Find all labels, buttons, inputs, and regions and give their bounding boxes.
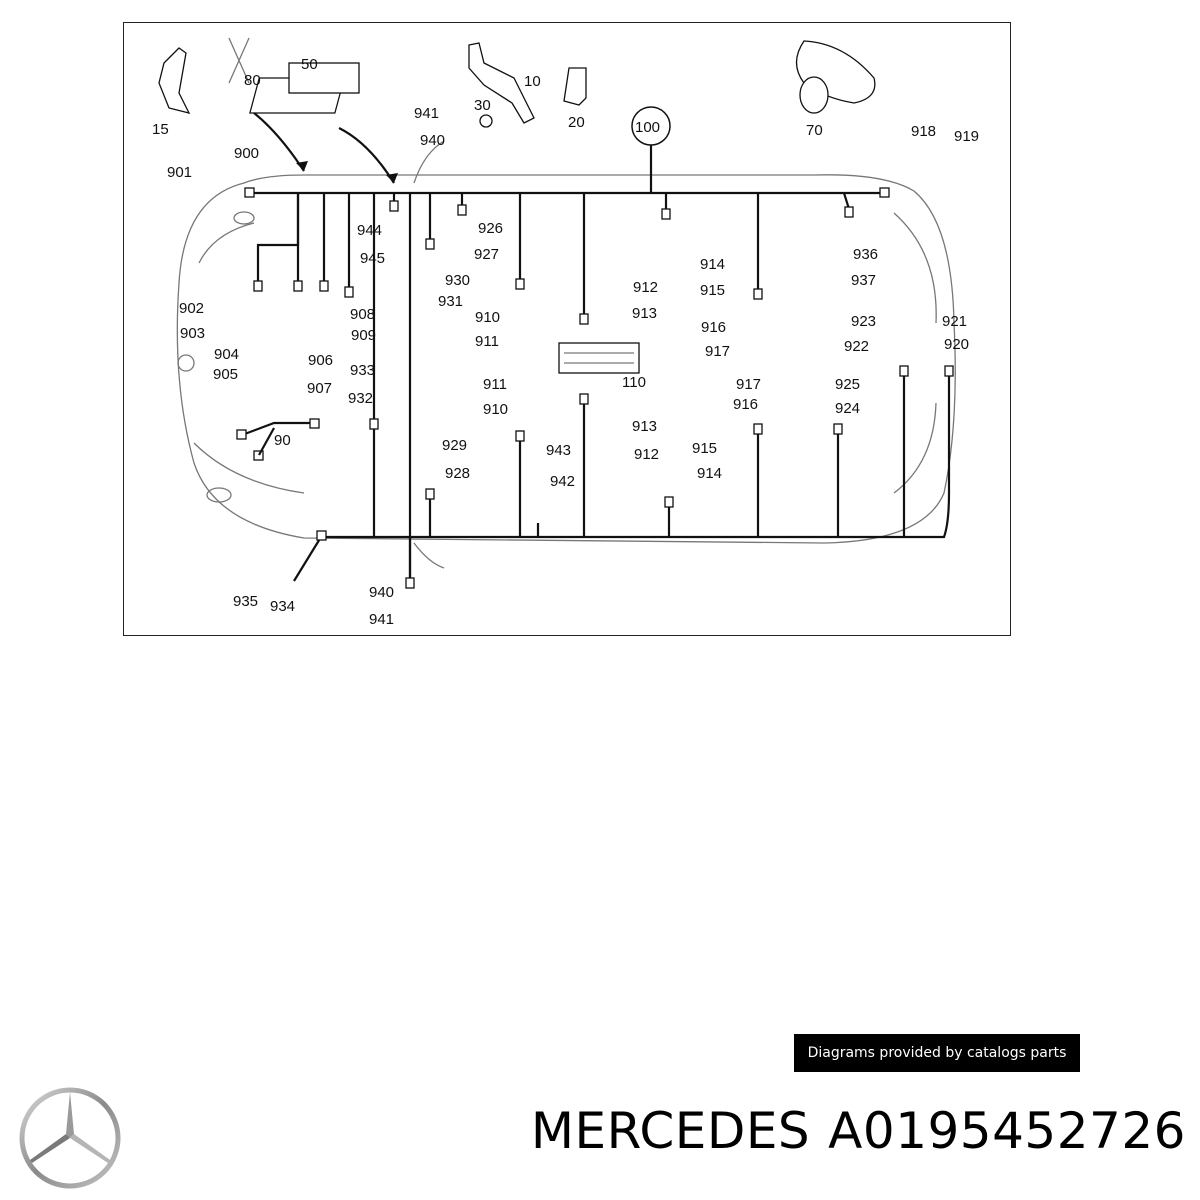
brand-name: MERCEDES	[530, 1102, 811, 1160]
callout-label: 926	[478, 220, 503, 237]
callout-label: 70	[806, 122, 823, 139]
callout-label: 30	[474, 97, 491, 114]
wiring-harness-diagram: 15 80 50 30 10 20 70 100 918 919 901 900…	[152, 37, 979, 628]
callout-label: 90	[274, 432, 291, 449]
callout-label: 919	[954, 128, 979, 145]
callout-label: 943	[546, 442, 571, 459]
callout-label: 901	[167, 164, 192, 181]
callout-label: 925	[835, 376, 860, 393]
callout-label: 900	[234, 145, 259, 162]
callout-label: 931	[438, 293, 463, 310]
callout-label: 909	[351, 327, 376, 344]
callout-label: 917	[736, 376, 761, 393]
callout-label: 929	[442, 437, 467, 454]
callout-label: 907	[307, 380, 332, 397]
callout-label: 80	[244, 72, 261, 89]
callout-label: 914	[700, 256, 725, 273]
callout-label: 912	[634, 446, 659, 463]
callout-label: 940	[369, 584, 394, 601]
callout-label: 902	[179, 300, 204, 317]
callout-label: 914	[697, 465, 722, 482]
callout-label: 915	[692, 440, 717, 457]
callout-label: 915	[700, 282, 725, 299]
parts-diagram: 15 80 50 30 10 20 70 100 918 919 901 900…	[123, 22, 1011, 636]
callout-label: 910	[475, 309, 500, 326]
callout-label: 937	[851, 272, 876, 289]
callout-label: 923	[851, 313, 876, 330]
callout-label: 50	[301, 56, 318, 73]
callout-label: 941	[369, 611, 394, 628]
callout-label: 916	[701, 319, 726, 336]
callout-label: 934	[270, 598, 295, 615]
callout-label: 916	[733, 396, 758, 413]
callout-label: 20	[568, 114, 585, 131]
callout-label: 110	[622, 374, 646, 391]
callout-label: 911	[483, 376, 507, 393]
callout-label: 913	[632, 305, 657, 322]
callout-label: 928	[445, 465, 470, 482]
pointer-arrows	[253, 112, 398, 184]
callout-label: 906	[308, 352, 333, 369]
callout-label: 917	[705, 343, 730, 360]
callout-label: 908	[350, 306, 375, 323]
callout-label: 933	[350, 362, 375, 379]
credit-badge: Diagrams provided by catalogs parts	[794, 1034, 1080, 1072]
callout-label: 924	[835, 400, 860, 417]
callout-label: 945	[360, 250, 385, 267]
callout-label: 936	[853, 246, 878, 263]
callout-label: 942	[550, 473, 575, 490]
callout-label: 944	[357, 222, 382, 239]
callout-label: 918	[911, 123, 936, 140]
callout-label: 921	[942, 313, 967, 330]
callout-label: 913	[632, 418, 657, 435]
callout-label: 910	[483, 401, 508, 418]
callout-label: 932	[348, 390, 373, 407]
callout-label: 940	[420, 132, 445, 149]
callout-label: 930	[445, 272, 470, 289]
callout-label: 903	[180, 325, 205, 342]
mercedes-star-icon	[19, 1087, 121, 1189]
callout-labels: 15 80 50 30 10 20 70 100 918 919 901 900…	[152, 56, 979, 628]
callout-label: 905	[213, 366, 238, 383]
callout-label: 100	[635, 119, 660, 136]
callout-label: 10	[524, 73, 541, 90]
part-title: MERCEDES A0195452726	[0, 1102, 1186, 1160]
callout-label: 941	[414, 105, 439, 122]
part-illustrations	[158, 37, 876, 461]
callout-label: 15	[152, 121, 169, 138]
callout-label: 904	[214, 346, 239, 363]
car-body-outline	[176, 140, 956, 569]
callout-label: 927	[474, 246, 499, 263]
connector-stubs	[244, 187, 954, 589]
part-number: A0195452726	[828, 1102, 1186, 1160]
callout-label: 935	[233, 593, 258, 610]
callout-label: 911	[475, 333, 499, 350]
callout-label: 912	[633, 279, 658, 296]
callout-label: 920	[944, 336, 969, 353]
callout-label: 922	[844, 338, 869, 355]
